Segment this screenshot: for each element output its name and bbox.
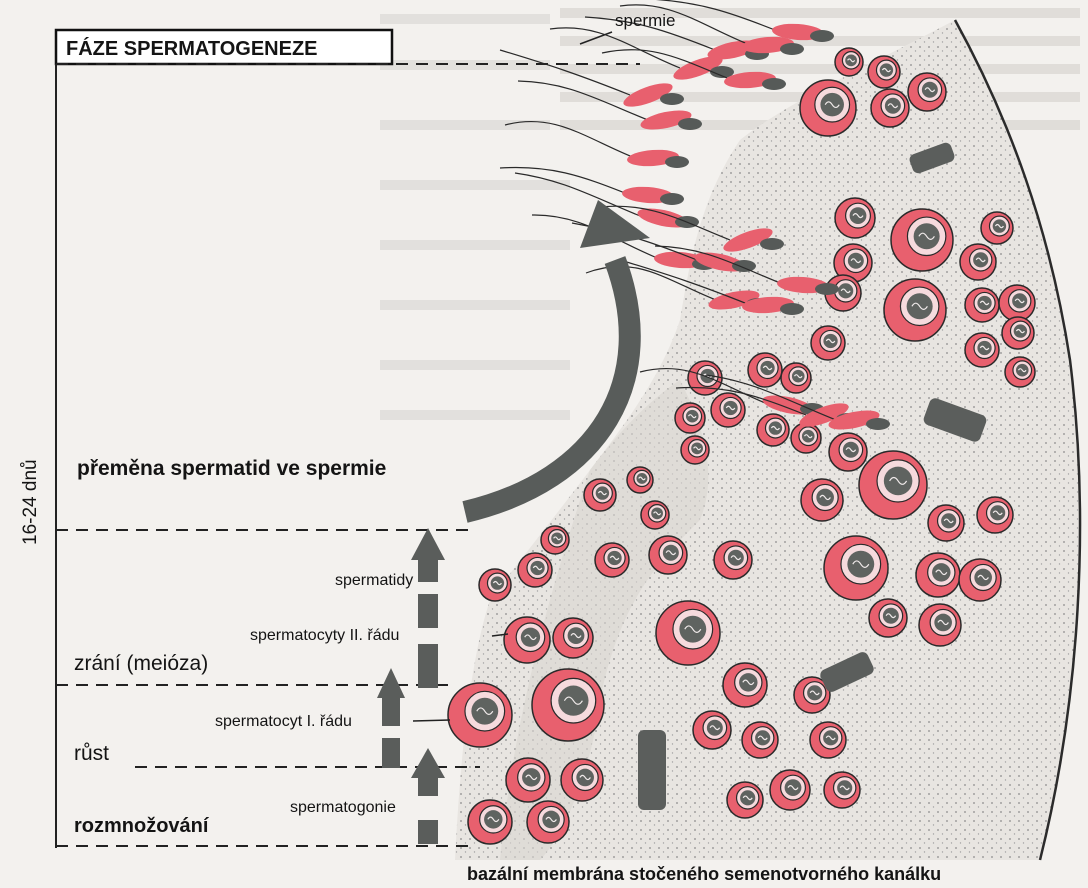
label-spermatogonia: spermatogonie xyxy=(290,799,396,816)
cell xyxy=(649,536,687,574)
cell xyxy=(504,617,550,663)
cell xyxy=(693,711,731,749)
cell xyxy=(757,414,789,446)
arrow-up-growth xyxy=(377,668,405,698)
cell xyxy=(506,758,550,802)
arrow-up-spermatids xyxy=(411,528,445,560)
cell xyxy=(891,209,953,271)
cell xyxy=(835,48,863,76)
cell xyxy=(561,759,603,801)
cell xyxy=(829,433,867,471)
cell xyxy=(869,599,907,637)
cell xyxy=(627,467,653,493)
arrow-up-spermatogonia xyxy=(411,748,445,778)
cell xyxy=(824,536,888,600)
cell xyxy=(928,505,964,541)
label-spermatocyte-1: spermatocyt I. řádu xyxy=(215,713,352,730)
cell xyxy=(714,541,752,579)
cell xyxy=(959,559,1001,601)
cell xyxy=(727,782,763,818)
page-title: FÁZE SPERMATOGENEZE xyxy=(66,37,318,60)
cell xyxy=(977,497,1013,533)
label-spermatids: spermatidy xyxy=(335,572,413,589)
cell xyxy=(791,423,821,453)
cell xyxy=(742,722,778,758)
cell xyxy=(688,361,722,395)
cell xyxy=(656,601,720,665)
duration-label: 16-24 dnů xyxy=(20,459,41,545)
cell xyxy=(824,772,860,808)
cell xyxy=(770,770,810,810)
spermatozoon xyxy=(500,50,684,111)
phase-transformation-label: přeměna spermatid ve spermie xyxy=(77,457,386,480)
cell xyxy=(1002,317,1034,349)
cell xyxy=(800,80,856,136)
phase-proliferation-label: rozmnožování xyxy=(74,815,210,837)
cell xyxy=(811,326,845,360)
phase-maturation-label: zrání (meióza) xyxy=(74,652,208,675)
cell xyxy=(479,569,511,601)
phase-growth-label: růst xyxy=(74,742,109,765)
label-spermatocytes-2: spermatocyty II. řádu xyxy=(250,627,399,644)
cell xyxy=(448,683,512,747)
cell xyxy=(584,479,616,511)
cell xyxy=(541,526,569,554)
cell xyxy=(965,288,999,322)
cell xyxy=(868,56,900,88)
cell xyxy=(527,801,569,843)
cell xyxy=(595,543,629,577)
cell xyxy=(553,618,593,658)
cell xyxy=(835,198,875,238)
cell xyxy=(711,393,745,427)
cell xyxy=(641,501,669,529)
title-box: FÁZE SPERMATOGENEZE xyxy=(56,30,392,64)
cell xyxy=(1005,357,1035,387)
cell xyxy=(981,212,1013,244)
cell xyxy=(999,285,1035,321)
cell xyxy=(871,89,909,127)
cell xyxy=(960,244,996,280)
cell xyxy=(681,436,709,464)
cell xyxy=(884,279,946,341)
caption-basal-membrane: bazální membrána stočeného semenotvornéh… xyxy=(467,864,941,884)
cell xyxy=(468,800,512,844)
cell xyxy=(965,333,999,367)
cell xyxy=(859,451,927,519)
cell xyxy=(908,73,946,111)
cell xyxy=(810,722,846,758)
cell xyxy=(781,363,811,393)
cell xyxy=(675,403,705,433)
cell xyxy=(518,553,552,587)
cell xyxy=(916,553,960,597)
cell xyxy=(723,663,767,707)
label-spermie: spermie xyxy=(615,11,675,30)
cell xyxy=(532,669,604,741)
cell xyxy=(919,604,961,646)
cell xyxy=(748,353,782,387)
cell xyxy=(801,479,843,521)
residual-body xyxy=(638,730,666,810)
